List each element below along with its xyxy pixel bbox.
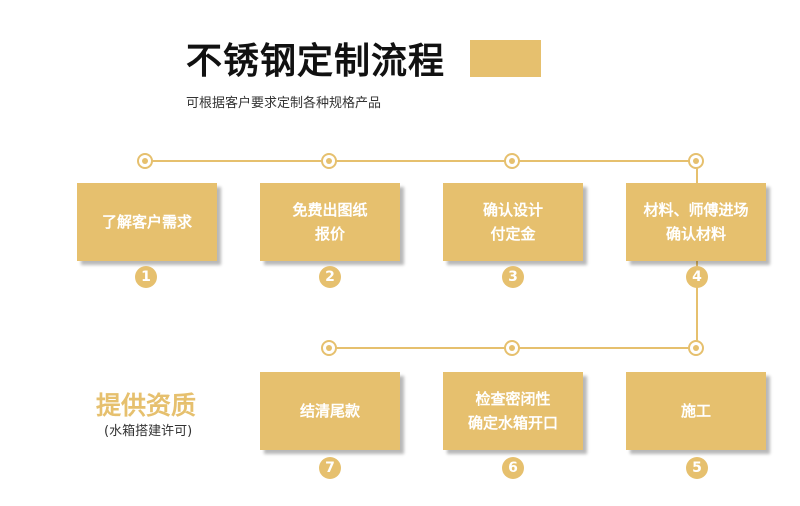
step-number-7: 7 (319, 457, 341, 479)
step-number-5: 5 (686, 457, 708, 479)
step-number-2: 2 (319, 266, 341, 288)
step-box-1: 了解客户需求 (77, 183, 217, 261)
step-label: 报价 (314, 225, 345, 243)
step-label: 材料、师傅进场 (643, 201, 749, 219)
page-subtitle: 可根据客户要求定制各种规格产品 (186, 96, 382, 111)
step-label: 结清尾款 (299, 402, 360, 420)
step-box-2: 免费出图纸 报价 (260, 183, 400, 261)
qualification-subtitle: (水箱搭建许可) (104, 424, 193, 439)
connector-dot (321, 153, 337, 169)
step-label: 施工 (680, 402, 711, 420)
connector-dot (137, 153, 153, 169)
connector-dot (688, 153, 704, 169)
step-number-4: 4 (686, 266, 708, 288)
top-connector-line (145, 160, 698, 162)
connector-dot (688, 340, 704, 356)
step-number-3: 3 (502, 266, 524, 288)
step-label: 确定水箱开口 (467, 414, 558, 432)
step-box-6: 检查密闭性 确定水箱开口 (443, 372, 583, 450)
step-number-6: 6 (502, 457, 524, 479)
step-box-3: 确认设计 付定金 (443, 183, 583, 261)
qualification-title: 提供资质 (96, 391, 197, 420)
step-box-7: 结清尾款 (260, 372, 400, 450)
step-label: 确认设计 (482, 201, 543, 219)
step-number-1: 1 (135, 266, 157, 288)
step-label: 付定金 (490, 225, 536, 243)
connector-dot (321, 340, 337, 356)
step-label: 了解客户需求 (101, 213, 192, 231)
title-accent-bar (470, 40, 541, 77)
step-box-5: 施工 (626, 372, 766, 450)
step-label: 检查密闭性 (475, 390, 551, 408)
step-box-4: 材料、师傅进场 确认材料 (626, 183, 766, 261)
page-title: 不锈钢定制流程 (186, 41, 446, 82)
connector-dot (504, 153, 520, 169)
step-label: 免费出图纸 (292, 201, 368, 219)
connector-dot (504, 340, 520, 356)
step-label: 确认材料 (665, 225, 726, 243)
